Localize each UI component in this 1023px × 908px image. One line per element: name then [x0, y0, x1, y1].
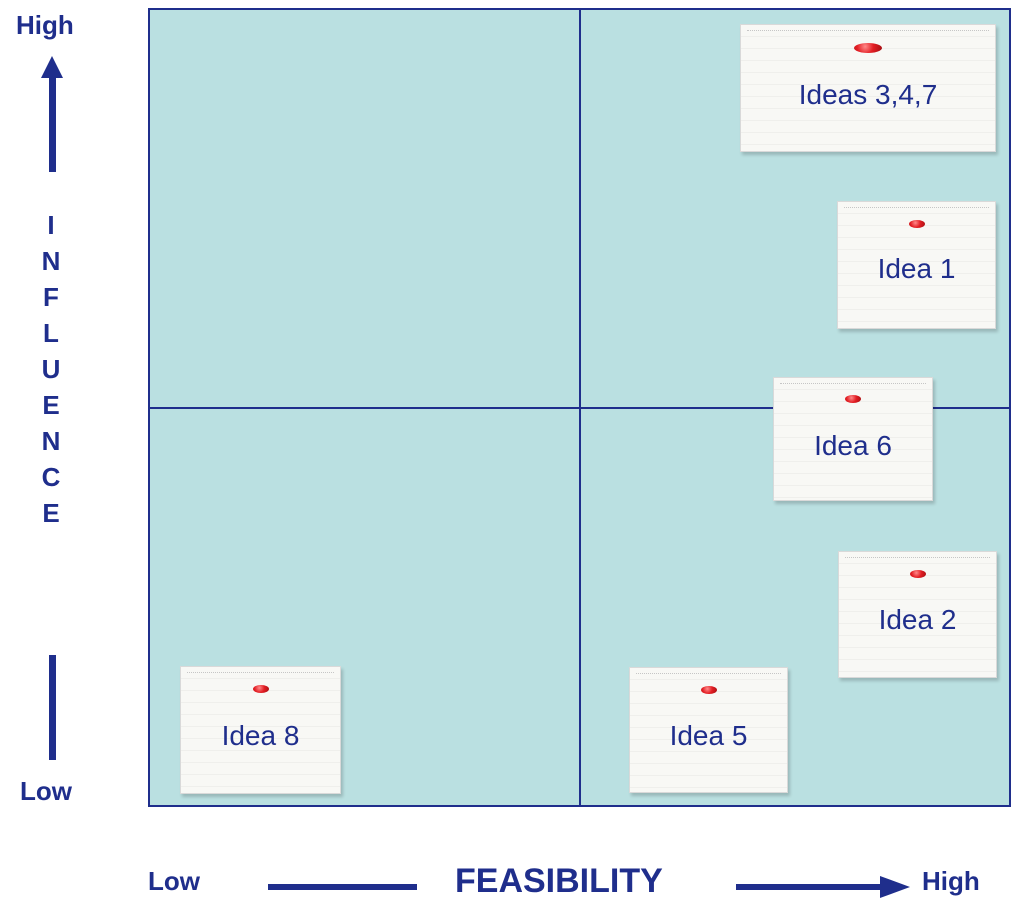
- idea-note-label: Idea 5: [669, 720, 748, 751]
- y-axis-letter: N: [41, 426, 61, 456]
- y-axis-low-label: Low: [20, 776, 72, 806]
- x-axis-left-line: [268, 884, 417, 890]
- pushpin-icon: [908, 220, 925, 228]
- x-axis-right-line: [736, 884, 882, 890]
- x-axis-title: FEASIBILITY: [455, 862, 663, 900]
- idea-note: Idea 1: [837, 201, 996, 329]
- y-axis-top-line: [49, 74, 56, 172]
- idea-note: Ideas 3,4,7: [740, 24, 996, 152]
- idea-note-label: Idea 6: [814, 430, 892, 461]
- pushpin-icon: [909, 570, 926, 578]
- pushpin-icon: [845, 395, 861, 403]
- pushpin-icon: [700, 686, 717, 694]
- horizontal-divider: [148, 407, 1011, 409]
- idea-note-label: Idea 2: [878, 604, 957, 635]
- y-axis-letter: N: [41, 246, 61, 276]
- pushpin-icon: [252, 685, 269, 693]
- y-axis-letter: F: [43, 282, 59, 312]
- idea-note-label: Ideas 3,4,7: [798, 79, 938, 110]
- up-arrow-icon: [41, 56, 63, 78]
- idea-note: Idea 8: [180, 666, 341, 794]
- x-axis-high-label: High: [922, 866, 980, 896]
- idea-note: Idea 2: [838, 551, 997, 678]
- y-axis-high-label: High: [16, 10, 74, 40]
- x-axis-low-label: Low: [148, 866, 200, 896]
- y-axis-title: I N F L U E N C E: [36, 207, 66, 531]
- right-arrow-icon: [880, 876, 910, 898]
- y-axis-letter: I: [47, 210, 55, 240]
- idea-note: Idea 6: [773, 377, 933, 501]
- y-axis-bottom-line: [49, 655, 56, 760]
- y-axis-letter: E: [42, 390, 60, 420]
- idea-note-label: Idea 1: [877, 253, 956, 284]
- y-axis-letter: U: [41, 354, 61, 384]
- y-axis-letter: E: [42, 498, 60, 528]
- pushpin-icon: [854, 43, 882, 53]
- y-axis-letter: C: [41, 462, 61, 492]
- y-axis-letter: L: [43, 318, 59, 348]
- idea-note-label: Idea 8: [221, 720, 300, 751]
- idea-note: Idea 5: [629, 667, 788, 793]
